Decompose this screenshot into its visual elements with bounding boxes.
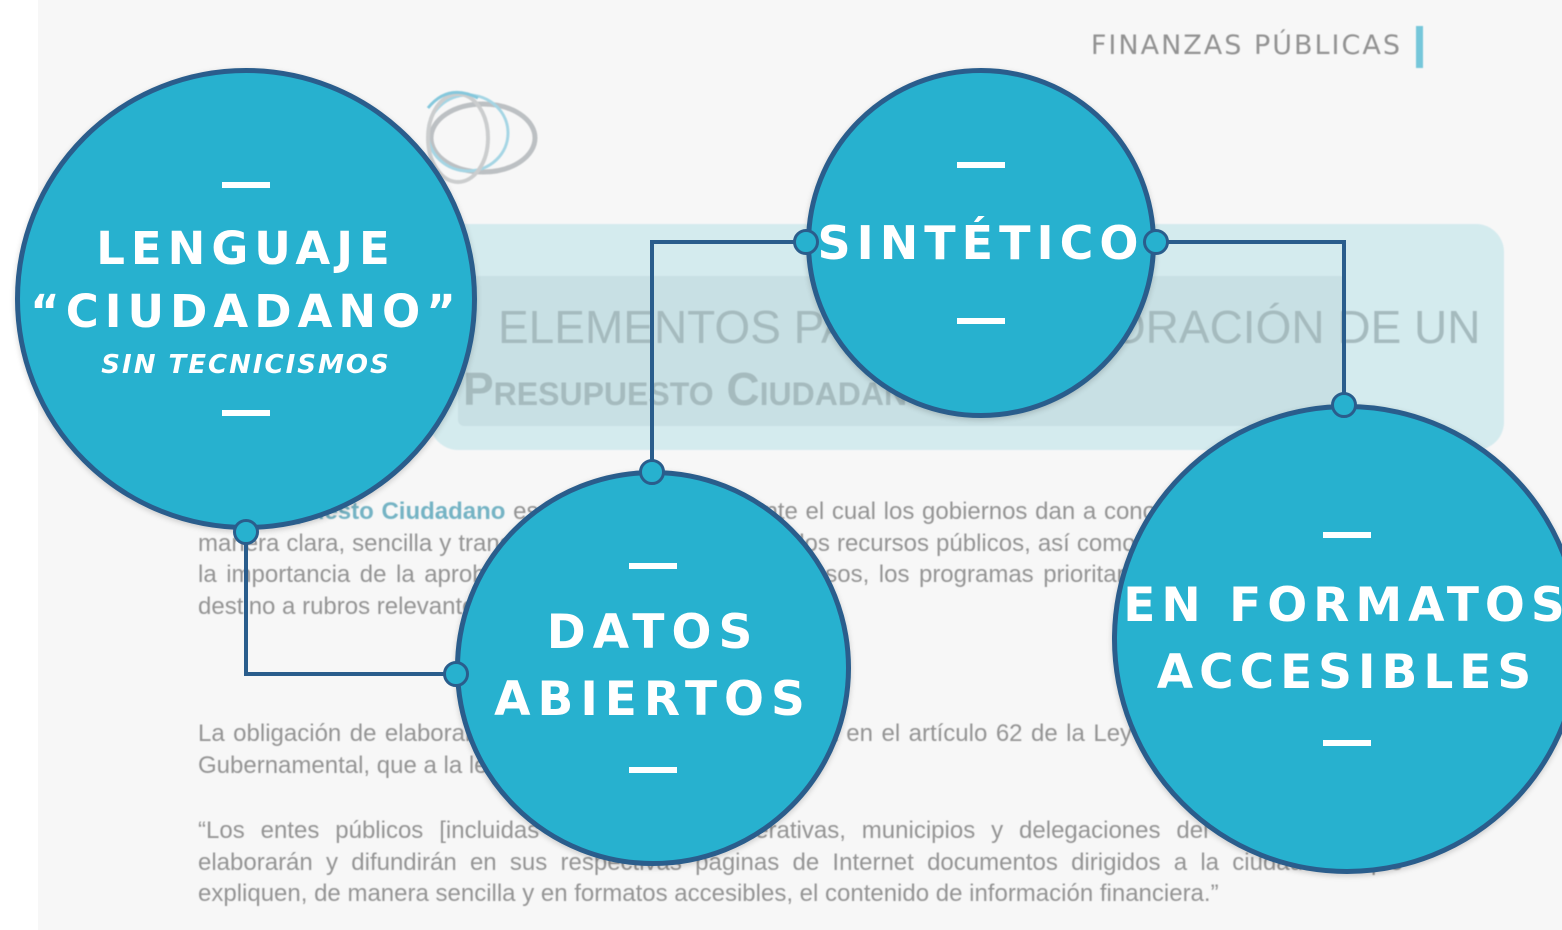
logo-icon bbox=[426, 90, 538, 184]
connector-node bbox=[443, 661, 469, 687]
dash-bottom bbox=[222, 410, 270, 416]
dash-bottom bbox=[957, 318, 1005, 324]
circle-datos-line2: ABIERTOS bbox=[494, 672, 812, 727]
dash-top bbox=[222, 182, 270, 188]
circle-lenguaje-line2: “CIUDADANO” bbox=[30, 285, 462, 338]
connector-node bbox=[1331, 392, 1357, 418]
circle-datos-abiertos: DATOS ABIERTOS bbox=[455, 470, 851, 866]
circle-lenguaje-ciudadano: LENGUAJE “CIUDADANO” SIN TECNICISMOS bbox=[15, 68, 477, 530]
dash-bottom bbox=[629, 767, 677, 773]
circle-formatos-line1: EN FORMATOS bbox=[1123, 578, 1562, 633]
document-header: FINANZAS PÚBLICAS bbox=[1090, 30, 1402, 61]
connector-node bbox=[1143, 229, 1169, 255]
dash-bottom bbox=[1323, 740, 1371, 746]
connector-node bbox=[793, 229, 819, 255]
circle-sintetico-label: SINTÉTICO bbox=[817, 216, 1145, 270]
header-accent-bar bbox=[1416, 26, 1423, 68]
circle-formatos-accesibles: EN FORMATOS ACCESIBLES bbox=[1112, 404, 1562, 874]
connector-node bbox=[233, 519, 259, 545]
dash-top bbox=[1323, 532, 1371, 538]
paragraph-quote: “Los entes públicos [incluidas las entid… bbox=[198, 817, 1403, 907]
circle-lenguaje-subtitle: SIN TECNICISMOS bbox=[101, 350, 391, 380]
circle-formatos-line2: ACCESIBLES bbox=[1156, 645, 1538, 700]
circle-sintetico: SINTÉTICO bbox=[806, 68, 1156, 418]
circle-lenguaje-line1: LENGUAJE bbox=[96, 222, 396, 275]
dash-top bbox=[957, 162, 1005, 168]
dash-top bbox=[629, 563, 677, 569]
connector-node bbox=[639, 459, 665, 485]
circle-datos-line1: DATOS bbox=[546, 605, 760, 660]
